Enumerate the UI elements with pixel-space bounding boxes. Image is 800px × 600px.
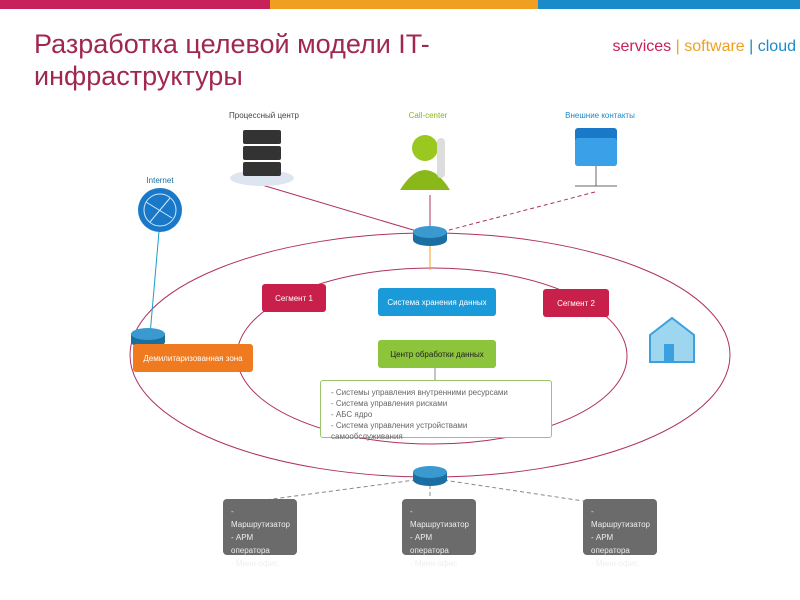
office-item: - Маршрутизатор [231, 507, 290, 529]
office-box-3: - Маршрутизатор - АРМ оператора - Мини-офи… [583, 499, 657, 568]
accent-bar-pink [0, 0, 270, 9]
label-call-center: Call-center [408, 111, 448, 120]
office-item: - Маршрутизатор [410, 507, 469, 529]
office-item: - Мини-офис [410, 559, 458, 568]
brand-separator: | [749, 38, 754, 55]
label-internet: Internet [146, 176, 174, 185]
systems-list: - Системы управления внутренними ресурса… [320, 380, 552, 441]
office-item: - АРМ оператора [231, 533, 270, 555]
systems-item: - Системы управления внутренними ресурса… [331, 388, 508, 397]
folder-icon [575, 128, 617, 187]
storage-box: Система хранения данных [378, 288, 496, 316]
brand-services: services [612, 38, 672, 55]
brand-cloud: cloud [757, 38, 796, 55]
link-office-3 [429, 477, 591, 503]
office-box-2: - Маршрутизатор - АРМ оператора - Мини-офи… [402, 499, 476, 568]
globe-icon [138, 188, 182, 232]
datacenter-box: Центр обработки данных [378, 340, 496, 368]
office-box-1: - Маршрутизатор - АРМ оператора - Мини-офи… [223, 499, 297, 568]
dmz-box: Демилитаризованная зона [133, 344, 253, 372]
label-processing-center: Процессный центр [229, 111, 299, 120]
house-icon [649, 316, 695, 363]
label-external-contacts: Внешние контакты [565, 111, 635, 120]
brand-software: software [684, 38, 745, 55]
systems-item: - АБС ядро [331, 410, 373, 419]
router-icon [413, 466, 447, 486]
router-icon [413, 226, 447, 246]
slide-title: Разработка целевой модели IT-инфраструкт… [34, 29, 430, 91]
office-item: - АРМ оператора [410, 533, 449, 555]
brand-separator: | [675, 38, 680, 55]
link-office-1 [264, 477, 431, 501]
server-icon [230, 130, 294, 186]
link-external [429, 191, 596, 236]
segment-1-box: Сегмент 1 [262, 284, 326, 312]
segment-2-box: Сегмент 2 [543, 289, 609, 317]
link-internet [149, 219, 161, 336]
link-processing [261, 184, 431, 236]
office-item: - АРМ оператора [591, 533, 630, 555]
operator-icon [400, 135, 450, 190]
office-item: - Маршрутизатор [591, 507, 650, 529]
accent-bar-blue [538, 0, 800, 9]
accent-bar-orange [270, 0, 538, 9]
office-item: - Мини-офис [591, 559, 639, 568]
office-item: - Мини-офис [231, 559, 279, 568]
systems-item: - Система управления устройствами самооб… [331, 421, 468, 441]
systems-item: - Система управления рисками [331, 399, 448, 408]
brand-logo: services | software | cloud [612, 38, 796, 56]
